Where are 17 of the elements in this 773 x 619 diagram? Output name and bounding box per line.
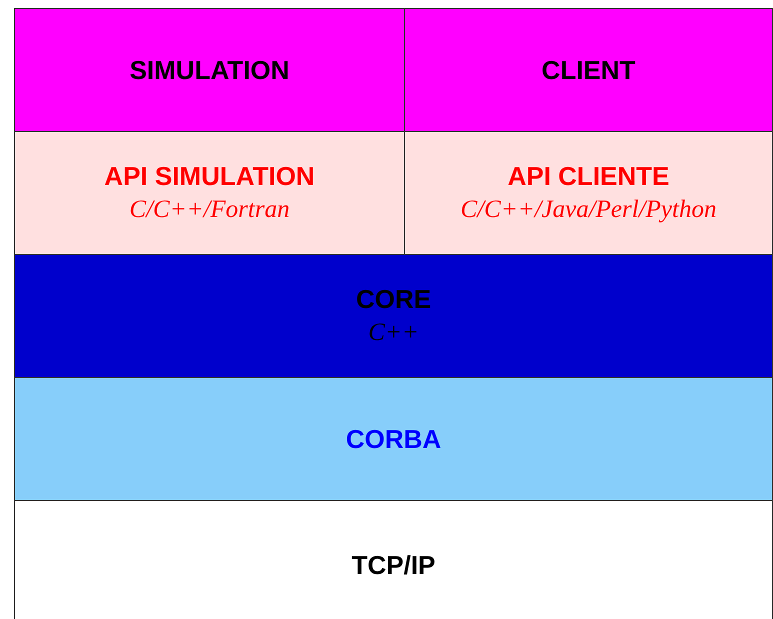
language-list: C/C++/Java/Perl/Python xyxy=(460,195,716,225)
layer-title: SIMULATION xyxy=(130,55,290,85)
language-list: C/C++/Fortran xyxy=(129,195,290,225)
layer-panel xyxy=(14,131,405,255)
layer-title: CORBA xyxy=(346,424,442,454)
layer-panel xyxy=(14,500,773,619)
layer-title: TCP/IP xyxy=(352,550,436,580)
layer-panel xyxy=(404,8,773,132)
layer-title: CORE xyxy=(356,284,432,314)
language-list: C++ xyxy=(368,318,419,348)
layer-panel xyxy=(14,254,773,378)
layer-title: API SIMULATION xyxy=(104,161,315,191)
layer-panel xyxy=(14,377,773,501)
layer-title: CLIENT xyxy=(542,55,636,85)
layer-panel xyxy=(14,8,405,132)
layer-title: API CLIENTE xyxy=(508,161,670,191)
layer-panel xyxy=(404,131,773,255)
